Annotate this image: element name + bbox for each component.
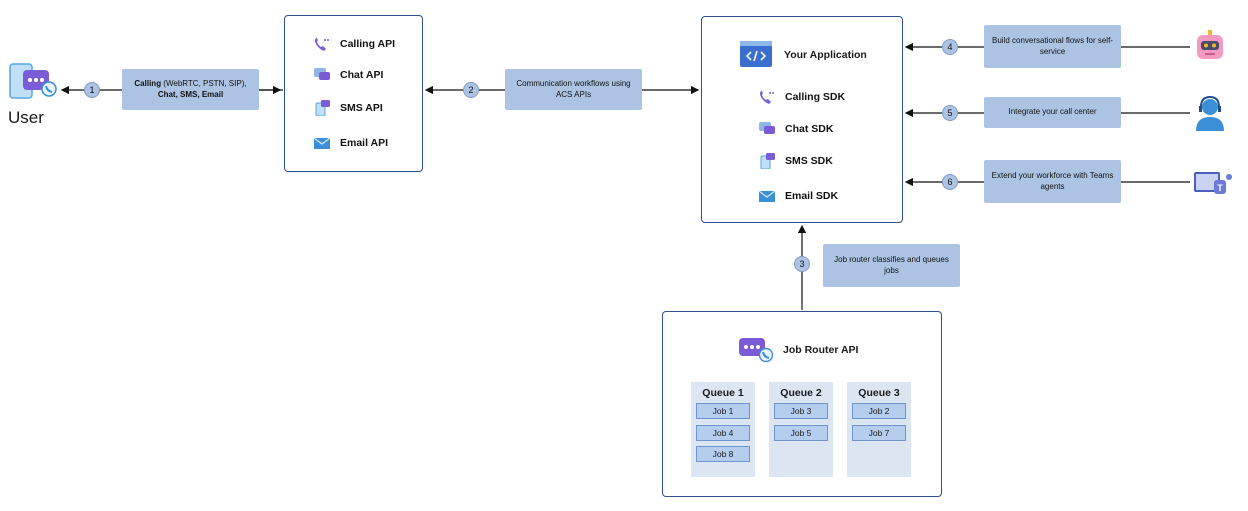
job-item: Job 4 (696, 425, 750, 441)
job-item: Job 2 (852, 403, 906, 419)
code-icon (740, 41, 772, 72)
api-label: Chat API (340, 69, 384, 81)
flow-2-label: Communication workflows using ACS APIs (505, 69, 642, 110)
sdk-label: Calling SDK (785, 91, 846, 103)
step-badge-4: 4 (942, 39, 958, 55)
queue-column: Queue 1 Job 1 Job 4 Job 8 (691, 382, 755, 477)
queue-column: Queue 2 Job 3 Job 5 (769, 382, 833, 477)
bot-icon (1194, 30, 1226, 67)
sdk-item-calling: Calling SDK (758, 89, 845, 105)
sdk-item-chat: Chat SDK (758, 121, 833, 137)
queue-title: Queue 2 (780, 387, 822, 399)
step-badge-2: 2 (463, 82, 479, 98)
step-badge-1: 1 (84, 82, 100, 98)
sdk-item-email: Email SDK (758, 188, 838, 204)
application-box: Your Application Calling SDK Chat SDK SM… (701, 16, 903, 223)
queue-title: Queue 1 (702, 387, 744, 399)
job-item: Job 1 (696, 403, 750, 419)
phone-icon (313, 36, 331, 52)
step-badge-3: 3 (794, 256, 810, 272)
sdk-item-sms: SMS SDK (758, 153, 833, 169)
sdk-label: SMS SDK (785, 155, 833, 167)
sms-icon (313, 100, 331, 116)
flow-5-label: Integrate your call center (984, 97, 1121, 128)
flow-4-label: Build conversational flows for self-serv… (984, 25, 1121, 68)
sdk-label: Chat SDK (785, 123, 834, 135)
queue-title: Queue 3 (858, 387, 900, 399)
user-label: User (8, 108, 44, 127)
flow-1-label: Calling (WebRTC, PSTN, SIP),Chat, SMS, E… (122, 69, 259, 110)
api-item-sms: SMS API (313, 100, 383, 116)
flow-3-label: Job router classifies and queues jobs (823, 244, 960, 287)
step-badge-6: 6 (942, 174, 958, 190)
email-icon (758, 188, 776, 204)
teams-icon: T (1194, 168, 1234, 201)
api-item-calling: Calling API (313, 36, 395, 52)
queue-column: Queue 3 Job 2 Job 7 (847, 382, 911, 477)
email-icon (313, 135, 331, 151)
job-item: Job 8 (696, 446, 750, 462)
chat-icon (313, 67, 331, 83)
api-label: SMS API (340, 102, 383, 114)
step-badge-5: 5 (942, 105, 958, 121)
flow-1-line2: Chat, SMS, Email (157, 89, 224, 99)
api-item-email: Email API (313, 135, 388, 151)
user-device-icon (8, 62, 58, 102)
api-label: Email API (340, 137, 389, 149)
job-item: Job 3 (774, 403, 828, 419)
api-item-chat: Chat API (313, 67, 383, 83)
chat-phone-icon (739, 336, 774, 367)
call-center-agent-icon (1194, 95, 1226, 137)
job-item: Job 5 (774, 425, 828, 441)
flow-1-rest: (WebRTC, PSTN, SIP), (161, 78, 247, 88)
job-router-title: Job Router API (783, 344, 859, 356)
job-item: Job 7 (852, 425, 906, 441)
phone-icon (758, 89, 776, 105)
api-label: Calling API (340, 38, 396, 50)
chat-icon (758, 121, 776, 137)
apis-box: Calling API Chat API SMS API Email API (284, 15, 423, 172)
flow-1-bold: Calling (134, 78, 162, 88)
application-title: Your Application (784, 49, 867, 61)
flow-6-label: Extend your workforce with Teams agents (984, 160, 1121, 203)
sms-icon (758, 153, 776, 169)
job-router-box: Job Router API Queue 1 Job 1 Job 4 Job 8… (662, 311, 942, 497)
svg-text:T: T (1217, 183, 1223, 193)
sdk-label: Email SDK (785, 190, 839, 202)
